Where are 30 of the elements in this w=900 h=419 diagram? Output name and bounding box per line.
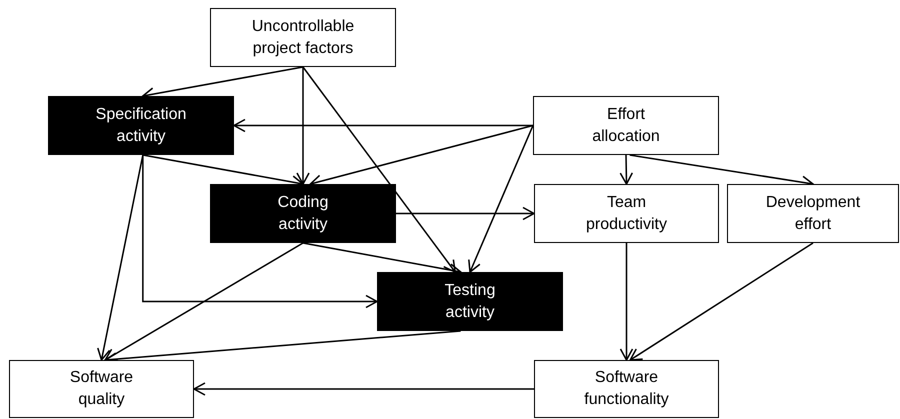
- box-label: Development effort: [764, 192, 862, 234]
- box-label: Software functionality: [583, 368, 670, 410]
- box-label: Specification activity: [94, 104, 188, 146]
- box-label: Team productivity: [585, 192, 668, 234]
- process-box: [210, 8, 396, 67]
- arrow: [296, 67, 310, 185]
- arrow: [104, 242, 304, 361]
- box-label: Uncontrollable project factors: [250, 16, 356, 58]
- arrow: [193, 382, 534, 396]
- process-box: [210, 184, 396, 243]
- box-label: Testing activity: [444, 280, 496, 322]
- arrow: [302, 66, 456, 273]
- arrow: [468, 125, 534, 273]
- arrow: [97, 154, 144, 361]
- arrow: [620, 243, 634, 361]
- arrow: [620, 154, 634, 185]
- arrow: [233, 118, 533, 132]
- process-box: [9, 360, 194, 418]
- process-box: [534, 360, 719, 418]
- process-box: [727, 184, 899, 243]
- arrow: [396, 206, 535, 220]
- arrow: [142, 155, 378, 308]
- process-box: [533, 96, 719, 155]
- process-box: [377, 272, 563, 331]
- process-box: [534, 184, 719, 243]
- box-label: Coding activity: [276, 192, 330, 234]
- box-label: Effort allocation: [591, 104, 661, 146]
- arrow: [629, 242, 814, 361]
- process-box: [48, 96, 234, 155]
- box-label: Software quality: [68, 368, 134, 410]
